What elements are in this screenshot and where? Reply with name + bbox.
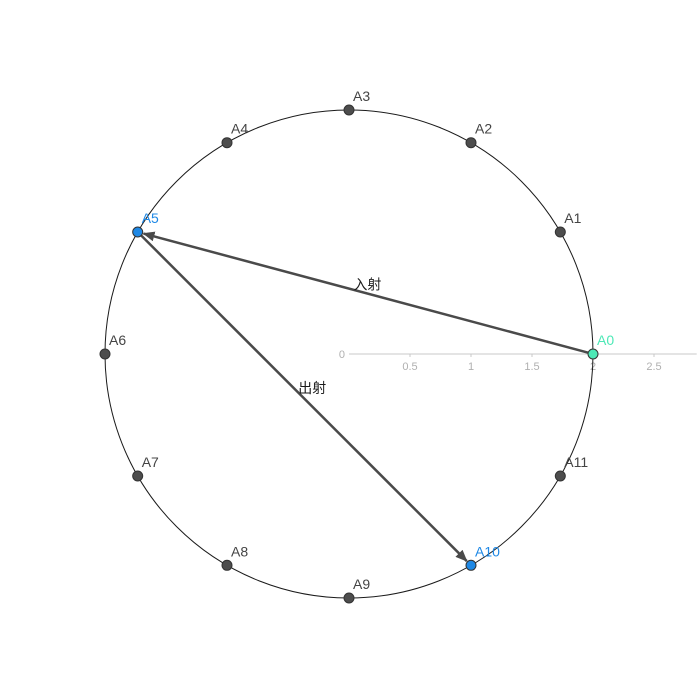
ray-a5-to-a10 <box>140 234 468 562</box>
ray-a0-to-a5 <box>142 231 589 354</box>
point-a7[interactable] <box>132 470 144 482</box>
point-a10[interactable] <box>465 559 477 571</box>
point-a5[interactable] <box>132 226 144 238</box>
point-a0[interactable] <box>587 348 599 360</box>
point-label-a3: A3 <box>353 88 370 104</box>
point-a1[interactable] <box>554 226 566 238</box>
point-label-a8: A8 <box>231 543 248 559</box>
point-a6[interactable] <box>99 348 111 360</box>
point-a8[interactable] <box>221 559 233 571</box>
point-a4[interactable] <box>221 137 233 149</box>
ray-label: 入射 <box>353 277 381 293</box>
point-label-a0: A0 <box>597 332 614 348</box>
point-a9[interactable] <box>343 592 355 604</box>
x-tick-label: 2.5 <box>646 361 661 373</box>
point-label-a1: A1 <box>564 210 581 226</box>
x-tick-label: 1 <box>468 361 474 373</box>
point-label-a9: A9 <box>353 576 370 592</box>
x-tick-label: 1.5 <box>524 361 539 373</box>
point-a2[interactable] <box>465 137 477 149</box>
point-label-a2: A2 <box>475 121 492 137</box>
point-label-a11: A11 <box>564 454 588 470</box>
point-label-a5: A5 <box>142 210 159 226</box>
x-tick-label: 0 <box>339 349 345 361</box>
ray-label: 出射 <box>298 381 326 397</box>
point-label-a7: A7 <box>142 454 159 470</box>
point-label-a6: A6 <box>109 332 126 348</box>
x-tick-label: 0.5 <box>402 361 417 373</box>
point-label-a10: A10 <box>475 543 500 559</box>
point-a3[interactable] <box>343 104 355 116</box>
point-a11[interactable] <box>554 470 566 482</box>
point-label-a4: A4 <box>231 121 248 137</box>
